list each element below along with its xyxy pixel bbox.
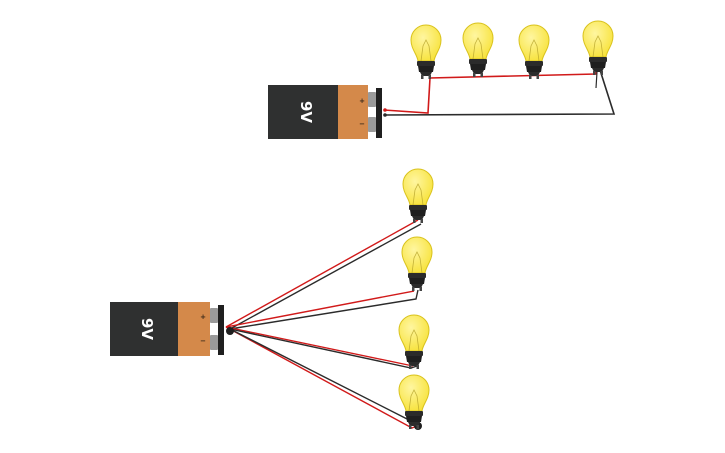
- negative-terminal-symbol: −: [359, 120, 365, 128]
- battery-body: [110, 302, 180, 356]
- wire-junction: [383, 108, 387, 112]
- wire-positive[interactable]: [225, 290, 415, 328]
- wire-negative[interactable]: [229, 328, 418, 369]
- lightbulb-icon[interactable]: [462, 22, 494, 78]
- wire-positive[interactable]: [383, 65, 599, 114]
- series-wires: [383, 65, 616, 116]
- wire-negative[interactable]: [383, 69, 616, 116]
- battery-terminal-negative[interactable]: [210, 335, 218, 350]
- battery-clip: [376, 88, 382, 138]
- battery[interactable]: 9V + −: [268, 85, 382, 139]
- battery-terminal-positive[interactable]: [368, 92, 376, 107]
- wire-junction: [226, 327, 234, 335]
- battery-terminal-negative[interactable]: [368, 117, 376, 132]
- wire-positive[interactable]: [225, 326, 414, 367]
- lightbulb-icon[interactable]: [518, 24, 550, 80]
- lightbulb-icon[interactable]: [398, 374, 430, 430]
- battery-band: [338, 85, 368, 139]
- battery-clip: [218, 305, 224, 355]
- battery-voltage-label: 9V: [297, 101, 315, 123]
- lightbulb-icon[interactable]: [401, 236, 433, 292]
- parallel-circuit: 9V + −: [110, 168, 434, 430]
- wire-negative[interactable]: [229, 223, 422, 330]
- lightbulb-icon[interactable]: [402, 168, 434, 224]
- battery[interactable]: 9V + −: [110, 302, 224, 356]
- wire-negative[interactable]: [229, 328, 414, 425]
- lightbulb-icon[interactable]: [398, 314, 430, 370]
- negative-terminal-symbol: −: [200, 337, 206, 345]
- battery-band: [178, 302, 210, 356]
- battery-terminal-positive[interactable]: [210, 308, 218, 323]
- wire-negative[interactable]: [229, 289, 419, 330]
- battery-body: [268, 85, 340, 139]
- positive-terminal-symbol: +: [359, 97, 365, 105]
- lightbulb-icon[interactable]: [582, 20, 614, 76]
- lightbulb-icon[interactable]: [410, 24, 442, 80]
- wire-negative[interactable]: [595, 71, 598, 89]
- wire-junction: [383, 113, 387, 117]
- battery-voltage-label: 9V: [138, 318, 156, 340]
- positive-terminal-symbol: +: [200, 313, 206, 321]
- wire-positive[interactable]: [225, 219, 419, 328]
- bulbs: [410, 20, 614, 80]
- parallel-wires: [225, 219, 422, 429]
- series-circuit: 9V + −: [268, 20, 616, 139]
